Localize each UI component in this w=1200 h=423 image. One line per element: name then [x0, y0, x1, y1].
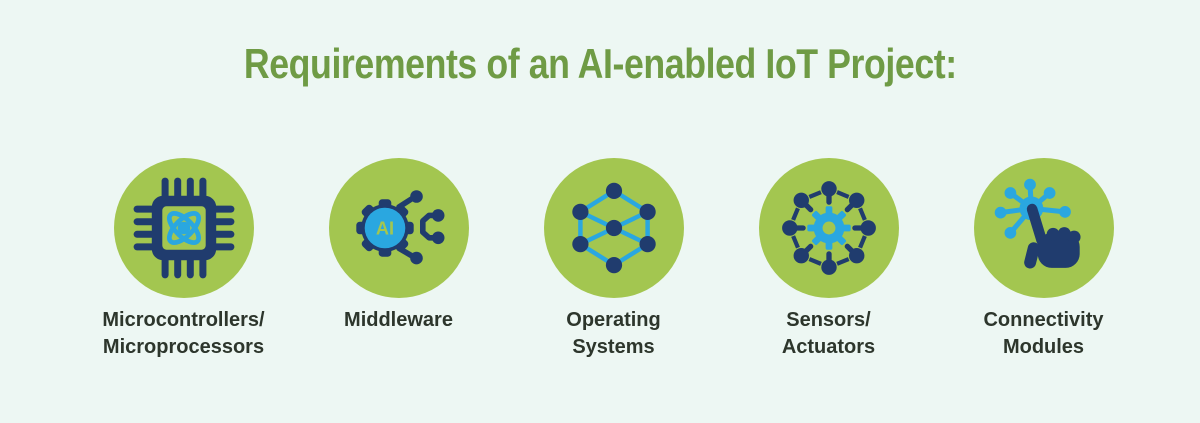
requirement-item-microcontrollers: Microcontrollers/ Microprocessors — [76, 158, 291, 361]
item-label: Connectivity Modules — [983, 309, 1104, 358]
requirement-item-sensors-actuators: Sensors/ Actuators — [721, 158, 936, 361]
ai-label: AI — [375, 219, 393, 239]
requirement-item-middleware: AI Middleware — [291, 158, 506, 361]
requirement-item-operating-systems: Operating Systems — [506, 158, 721, 361]
circle-badge — [758, 158, 899, 298]
ai-gear-circuit-icon: AI — [355, 190, 444, 265]
circle-badge — [543, 158, 684, 298]
item-label: Microcontrollers/ Microprocessors — [102, 309, 265, 358]
circle-badge — [973, 158, 1114, 298]
touch-network-icon — [994, 178, 1081, 269]
item-label: Middleware — [344, 309, 453, 331]
title-area: Requirements of an AI-enabled IoT Projec… — [0, 40, 1200, 88]
sensor-ring-gear-icon — [781, 181, 876, 275]
microchip-atom-icon — [133, 177, 234, 279]
requirement-item-connectivity: Connectivity Modules — [936, 158, 1151, 361]
network-nodes-icon — [571, 182, 656, 274]
circle-badge — [113, 158, 254, 298]
item-label: Sensors/ Actuators — [781, 309, 876, 358]
items-row: Microcontrollers/ Microprocessors — [76, 158, 1151, 361]
item-label: Operating Systems — [566, 309, 661, 358]
page-title: Requirements of an AI-enabled IoT Projec… — [243, 40, 957, 87]
circle-badge: AI — [328, 158, 469, 298]
